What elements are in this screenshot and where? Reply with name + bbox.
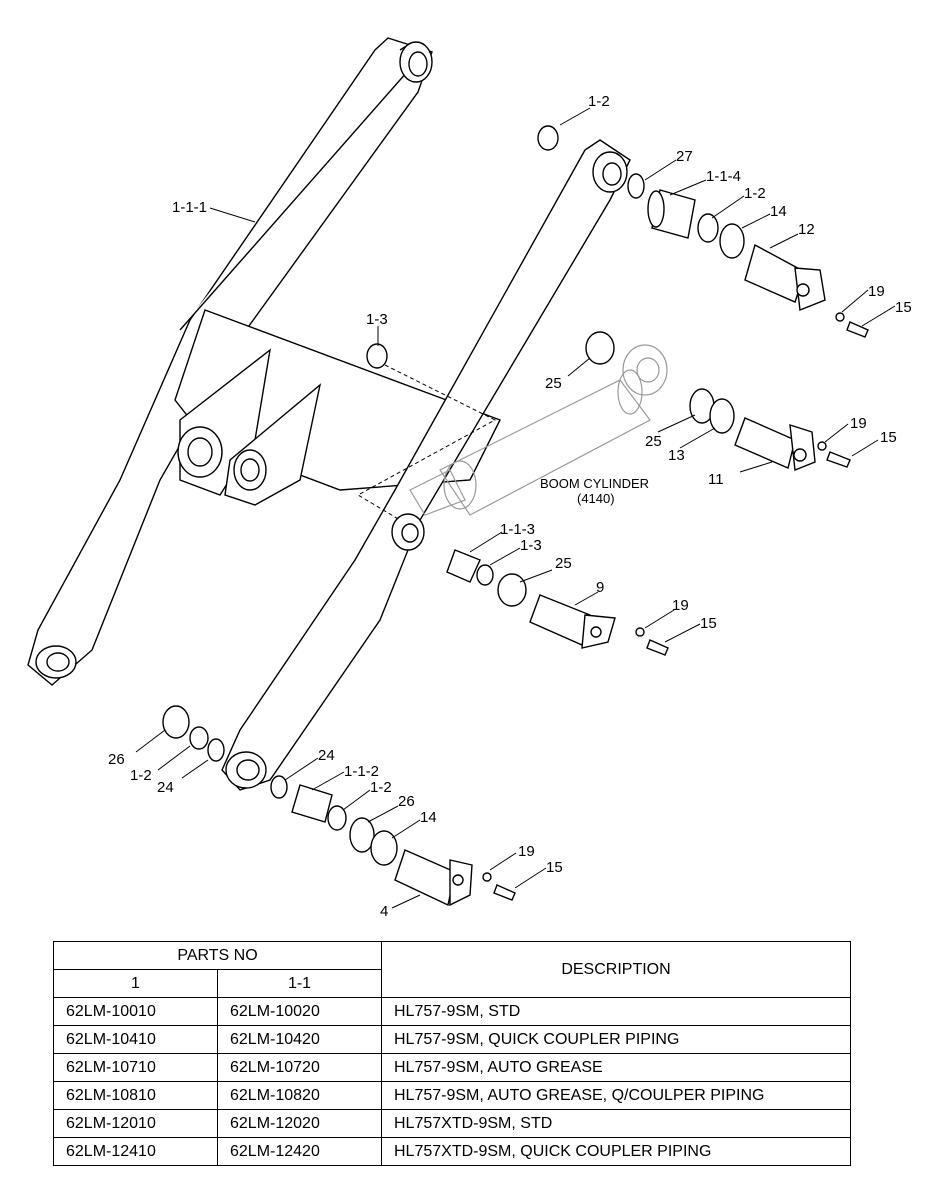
callout-11: 11 (708, 471, 724, 488)
callout-24: 24 (318, 747, 335, 764)
callout-1-2: 1-2 (588, 93, 610, 110)
callout-1-1-3: 1-1-3 (500, 521, 535, 538)
callout-labels: 1-1-1 1-2 27 1-1-4 1-2 14 12 19 15 1-3 2… (108, 93, 912, 920)
description: HL757-9SM, STD (381, 997, 851, 1026)
callout-1-1-1: 1-1-1 (172, 199, 207, 216)
boom-exploded-diagram: BOOM CYLINDER (4140) (27, 37, 912, 920)
middle-pin-assembly (366, 331, 851, 471)
part-no-1-1: 62LM-12420 (217, 1137, 382, 1166)
callout-1-1-4: 1-1-4 (706, 168, 741, 185)
lower-middle-pin-assembly (446, 549, 669, 656)
callout-15: 15 (546, 859, 563, 876)
callout-9: 9 (596, 579, 604, 596)
callout-24: 24 (157, 779, 174, 796)
callout-19: 19 (672, 597, 689, 614)
callout-15: 15 (700, 615, 717, 632)
callout-27: 27 (676, 148, 693, 165)
description: HL757XTD-9SM, STD (381, 1109, 851, 1138)
alignment-line (356, 364, 497, 521)
table-header-row: PARTS NO DESCRIPTION (53, 941, 851, 998)
leader-lines (135, 107, 896, 909)
part-no-1: 62LM-10010 (53, 997, 218, 1026)
part-no-1: 62LM-12410 (53, 1137, 218, 1166)
header-parts-no: PARTS NO (53, 941, 382, 970)
callout-1-2: 1-2 (130, 767, 152, 784)
callout-14: 14 (770, 203, 787, 220)
right-boom-arm (221, 139, 631, 791)
callout-26: 26 (398, 793, 415, 810)
header-description: DESCRIPTION (381, 941, 851, 998)
part-no-1: 62LM-10410 (53, 1025, 218, 1054)
bottom-pin-assembly (162, 705, 516, 907)
table-row: 62LM-12010 62LM-12020 HL757XTD-9SM, STD (53, 1109, 851, 1138)
part-no-1: 62LM-12010 (53, 1109, 218, 1138)
table-subheader-row: 1 1-1 (53, 969, 851, 998)
part-no-1-1: 62LM-10020 (217, 997, 382, 1026)
callout-4: 4 (380, 903, 388, 920)
callout-25: 25 (645, 433, 662, 450)
table-row: 62LM-10810 62LM-10820 HL757-9SM, AUTO GR… (53, 1081, 851, 1110)
top-pin-assembly (537, 125, 869, 338)
header-col-1: 1 (53, 969, 218, 998)
table-row: 62LM-10410 62LM-10420 HL757-9SM, QUICK C… (53, 1025, 851, 1054)
left-boom-arm (27, 37, 433, 686)
cylinder-label: BOOM CYLINDER (540, 476, 649, 491)
callout-25: 25 (555, 555, 572, 572)
cross-tube-bracket (174, 309, 501, 506)
part-no-1-1: 62LM-12020 (217, 1109, 382, 1138)
callout-26: 26 (108, 751, 125, 768)
callout-1-2: 1-2 (744, 185, 766, 202)
parts-table: PARTS NO DESCRIPTION 1 1-1 62LM-10010 62… (53, 941, 851, 1166)
callout-19: 19 (868, 283, 885, 300)
part-no-1: 62LM-10710 (53, 1053, 218, 1082)
table-row: 62LM-10710 62LM-10720 HL757-9SM, AUTO GR… (53, 1053, 851, 1082)
table-row: 62LM-10010 62LM-10020 HL757-9SM, STD (53, 997, 851, 1026)
part-no-1: 62LM-10810 (53, 1081, 218, 1110)
callout-1-3: 1-3 (366, 311, 388, 328)
table-row: 62LM-12410 62LM-12420 HL757XTD-9SM, QUIC… (53, 1137, 851, 1166)
header-col-1-1: 1-1 (217, 969, 382, 998)
boom-cylinder (409, 344, 668, 516)
callout-15: 15 (880, 429, 897, 446)
callout-19: 19 (850, 415, 867, 432)
description: HL757XTD-9SM, QUICK COUPLER PIPING (381, 1137, 851, 1166)
callout-15: 15 (895, 299, 912, 316)
callout-1-3: 1-3 (520, 537, 542, 554)
part-no-1-1: 62LM-10820 (217, 1081, 382, 1110)
description: HL757-9SM, QUICK COUPLER PIPING (381, 1025, 851, 1054)
cylinder-label-code: (4140) (577, 491, 615, 506)
description: HL757-9SM, AUTO GREASE, Q/COULPER PIPING (381, 1081, 851, 1110)
part-no-1-1: 62LM-10420 (217, 1025, 382, 1054)
callout-14: 14 (420, 809, 437, 826)
callout-13: 13 (668, 447, 685, 464)
callout-1-1-2: 1-1-2 (344, 763, 379, 780)
description: HL757-9SM, AUTO GREASE (381, 1053, 851, 1082)
callout-1-2: 1-2 (370, 779, 392, 796)
callout-19: 19 (518, 843, 535, 860)
callout-25: 25 (545, 375, 562, 392)
part-no-1-1: 62LM-10720 (217, 1053, 382, 1082)
callout-12: 12 (798, 221, 815, 238)
